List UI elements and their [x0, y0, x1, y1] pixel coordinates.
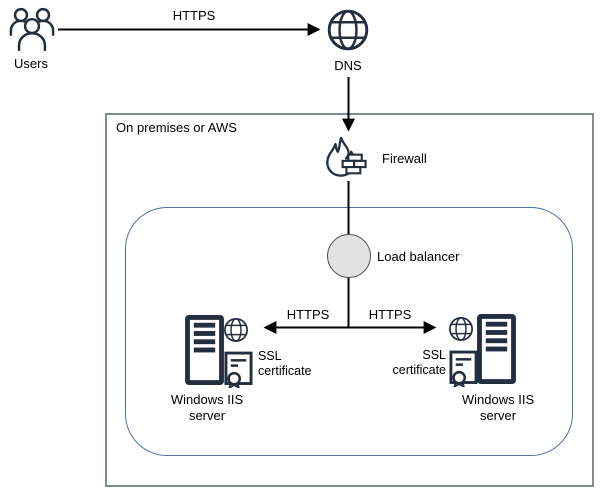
- dns-globe-icon: [326, 8, 370, 52]
- edge-label-https-left: HTTPS: [286, 307, 330, 322]
- edge-label-https-top: HTTPS: [172, 8, 216, 23]
- load-balancer-label: Load balancer: [377, 249, 460, 264]
- user-group-icon: [8, 5, 56, 51]
- firewall-label: Firewall: [382, 151, 427, 166]
- ssl-certificate-label-right: SSL certificate: [392, 348, 447, 377]
- boundary-label: On premises or AWS: [116, 120, 237, 135]
- users-label: Users: [14, 56, 48, 71]
- web-globe-icon-right: [448, 316, 474, 342]
- server-caption-right: Windows IIS server: [461, 392, 535, 423]
- on-premises-boundary: On premises or AWS: [105, 113, 594, 487]
- server-tower-icon-right: [477, 314, 516, 384]
- server-caption-left: Windows IIS server: [170, 392, 244, 423]
- ssl-certificate-icon-right: [449, 350, 478, 387]
- dns-label: DNS: [334, 58, 362, 73]
- web-globe-icon-left: [223, 317, 249, 343]
- edge-label-https-right: HTTPS: [368, 307, 412, 322]
- load-balancer-node: [327, 234, 371, 278]
- firewall-icon: [322, 136, 368, 180]
- server-tower-icon-left: [185, 315, 224, 385]
- ssl-certificate-icon-left: [224, 351, 253, 388]
- ssl-certificate-label-left: SSL certificate: [258, 349, 312, 378]
